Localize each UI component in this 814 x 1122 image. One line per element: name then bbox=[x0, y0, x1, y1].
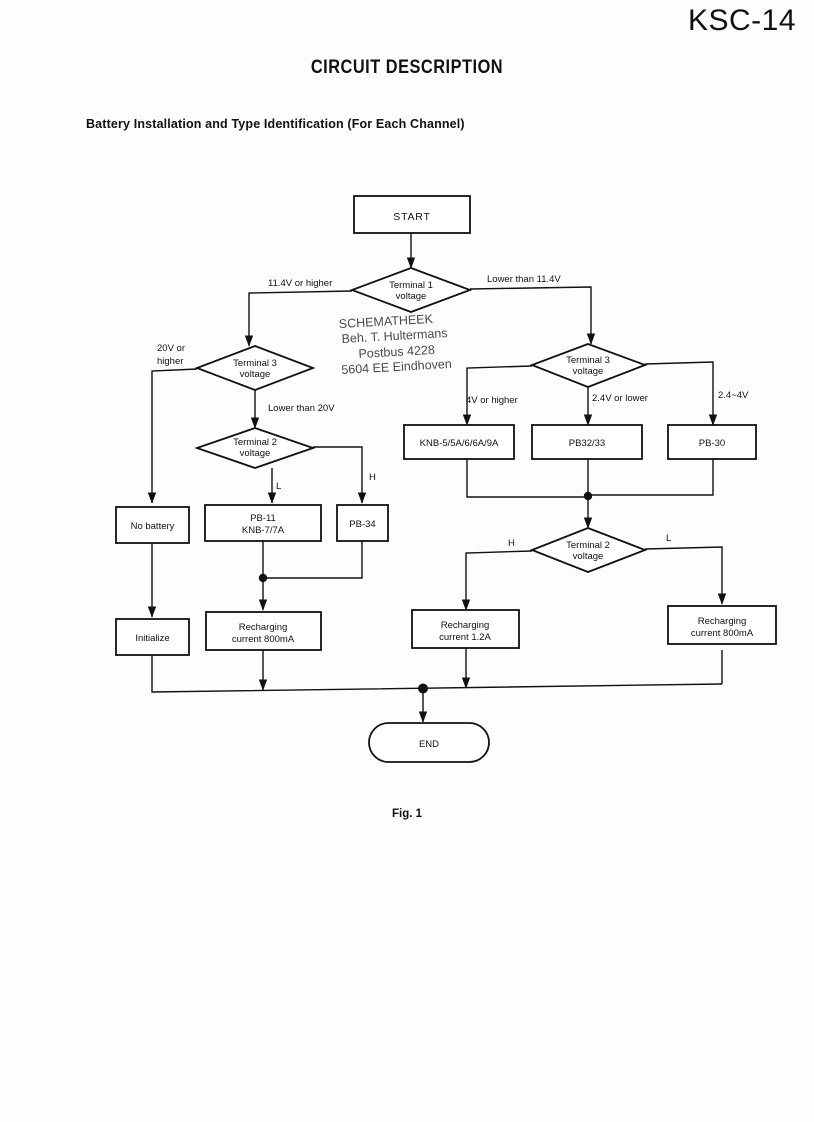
junction-dot-left bbox=[258, 573, 268, 583]
node-recharge-800-left-line1: Recharging bbox=[239, 622, 288, 633]
node-knb5-label: KNB-5/5A/6/6A/9A bbox=[420, 438, 499, 449]
node-recharge-800-left-line2: current 800mA bbox=[232, 634, 295, 645]
node-decision-terminal2-right[interactable]: Terminal 2 voltage bbox=[529, 527, 648, 573]
edge-t1-right bbox=[469, 286, 596, 345]
node-recharge-800-right-line2: current 800mA bbox=[691, 628, 754, 639]
decision-terminal3-right-line1: Terminal 3 bbox=[566, 355, 610, 366]
figure-caption: Fig. 1 bbox=[391, 808, 423, 820]
node-pb11-line1: PB-11 bbox=[250, 513, 276, 524]
node-no-battery-label: No battery bbox=[131, 521, 175, 532]
edge-label-t2l-low: L bbox=[276, 481, 281, 492]
edge-t3r-mid bbox=[644, 361, 718, 426]
decision-terminal3-right-line2: voltage bbox=[573, 366, 604, 377]
edge-t2l-high bbox=[313, 446, 367, 504]
node-pb30[interactable]: PB-30 bbox=[667, 424, 757, 460]
edge-label-t3l-high-1: 20V or bbox=[157, 343, 185, 354]
node-initialize[interactable]: Initialize bbox=[115, 618, 190, 656]
decision-terminal2-right-line1: Terminal 2 bbox=[566, 540, 610, 551]
edge-t1-left bbox=[244, 290, 353, 347]
edge-pb34-to-junction bbox=[263, 541, 363, 579]
node-start[interactable]: START bbox=[353, 195, 471, 234]
edge-pb30-to-bus bbox=[588, 459, 714, 496]
edge-label-t1-low: Lower than 11.4V bbox=[487, 274, 561, 285]
page-title: CIRCUIT DESCRIPTION bbox=[310, 57, 504, 78]
edge-t3r-high bbox=[462, 365, 533, 426]
edge-t2r-low bbox=[644, 546, 727, 605]
node-decision-terminal3-right[interactable]: Terminal 3 voltage bbox=[529, 343, 648, 388]
node-recharge-800-right[interactable]: Recharging current 800mA bbox=[667, 605, 777, 645]
edge-label-t2r-high: H bbox=[508, 538, 515, 549]
edge-label-t3r-low: 2.4V or lower bbox=[592, 393, 648, 404]
node-decision-terminal1[interactable]: Terminal 1 voltage bbox=[349, 267, 473, 313]
edge-bottom-bus bbox=[151, 655, 723, 693]
page-subtitle: Battery Installation and Type Identifica… bbox=[86, 117, 465, 131]
node-initialize-label: Initialize bbox=[135, 633, 169, 644]
node-pb11-knb7[interactable]: PB-11 KNB-7/7A bbox=[204, 504, 322, 542]
edge-t2r-high bbox=[461, 550, 533, 611]
edge-label-t3r-mid: 2.4~4V bbox=[718, 390, 749, 401]
decision-terminal2-left-line1: Terminal 2 bbox=[233, 437, 277, 448]
decision-terminal2-right-line2: voltage bbox=[573, 551, 604, 562]
document-number: KSC-14 bbox=[687, 4, 796, 37]
edge-knb5-to-bus bbox=[466, 459, 588, 498]
decision-terminal1-line2: voltage bbox=[396, 291, 427, 302]
node-end-label: END bbox=[419, 739, 439, 750]
node-recharge-800-right-line1: Recharging bbox=[698, 616, 747, 627]
node-decision-terminal2-left[interactable]: Terminal 2 voltage bbox=[194, 427, 316, 469]
edge-label-t2l-high: H bbox=[369, 472, 376, 483]
edge-label-t1-high: 11.4V or higher bbox=[268, 278, 332, 289]
node-pb34-label: PB-34 bbox=[349, 519, 375, 530]
node-recharge-12a-line2: current 1.2A bbox=[439, 632, 491, 643]
node-recharge-12a-line1: Recharging bbox=[441, 620, 490, 631]
edge-t3l-high bbox=[147, 368, 198, 504]
node-pb3233-label: PB32/33 bbox=[569, 438, 605, 449]
node-no-battery[interactable]: No battery bbox=[115, 506, 190, 544]
decision-terminal3-left-line2: voltage bbox=[240, 369, 271, 380]
edge-label-t3l-high-2: higher bbox=[157, 356, 183, 367]
node-start-label: START bbox=[393, 211, 430, 223]
edge-label-t3l-low: Lower than 20V bbox=[268, 403, 335, 414]
decision-terminal2-left-line2: voltage bbox=[240, 448, 271, 459]
decision-terminal1-line1: Terminal 1 bbox=[389, 280, 433, 291]
node-pb3233[interactable]: PB32/33 bbox=[531, 424, 643, 460]
node-knb5[interactable]: KNB-5/5A/6/6A/9A bbox=[403, 424, 515, 460]
node-pb11-line2: KNB-7/7A bbox=[242, 525, 285, 536]
node-recharge-12a[interactable]: Recharging current 1.2A bbox=[411, 609, 520, 649]
flow-connectors bbox=[147, 233, 727, 723]
node-decision-terminal3-left[interactable]: Terminal 3 voltage bbox=[194, 345, 316, 391]
node-pb30-label: PB-30 bbox=[699, 438, 725, 449]
edge-label-t3r-high: 4V or higher bbox=[466, 395, 518, 406]
edge-label-t2r-low: L bbox=[666, 533, 671, 544]
node-pb34[interactable]: PB-34 bbox=[336, 504, 389, 542]
node-recharge-800-left[interactable]: Recharging current 800mA bbox=[205, 611, 322, 651]
node-end[interactable]: END bbox=[368, 722, 490, 763]
decision-terminal3-left-line1: Terminal 3 bbox=[233, 358, 277, 369]
